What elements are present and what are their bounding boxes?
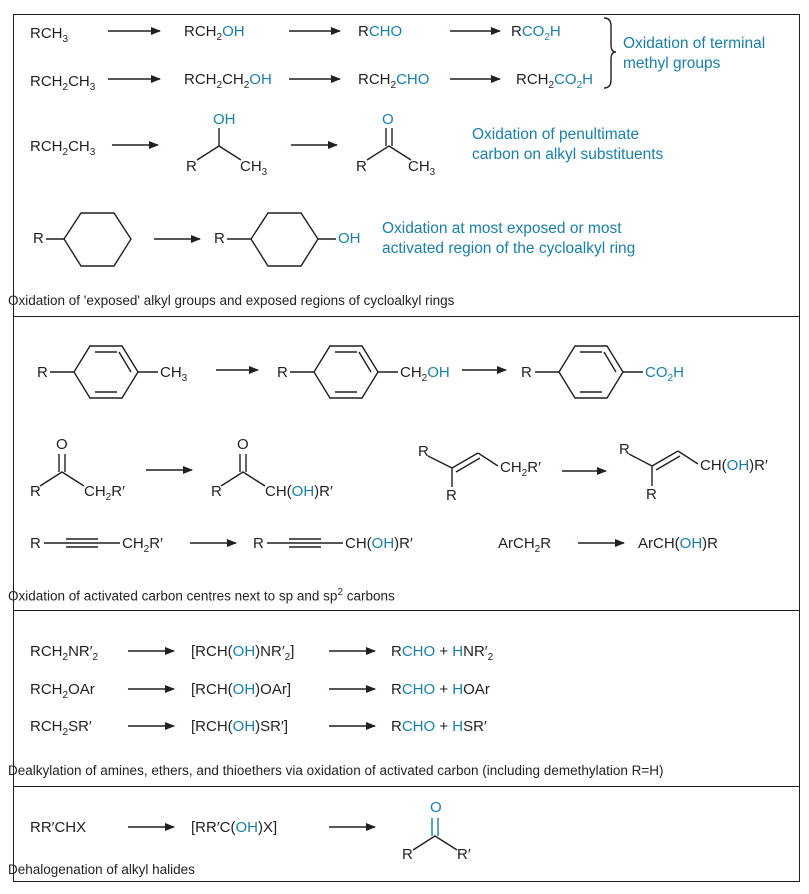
caption-panel1: Oxidation of 'exposed' alkyl groups and … <box>8 293 455 308</box>
note-cycloalkyl: Oxidation at most exposed or most activa… <box>382 220 636 257</box>
note-terminal-methyl: Oxidation of terminal methyl groups <box>623 35 766 72</box>
panel-dehalogenation <box>13 786 800 882</box>
caption-panel4: Dehalogenation of alkyl halides <box>8 862 195 877</box>
caption-panel3: Dealkylation of amines, ethers, and thio… <box>8 763 664 778</box>
panel-dealkylation <box>13 610 800 787</box>
panel-exposed-alkyl <box>13 14 800 317</box>
note-penultimate: Oxidation of penultimate carbon on alkyl… <box>472 126 664 163</box>
panel-activated-carbon <box>13 316 800 611</box>
caption-panel2: Oxidation of activated carbon centres ne… <box>8 587 395 604</box>
